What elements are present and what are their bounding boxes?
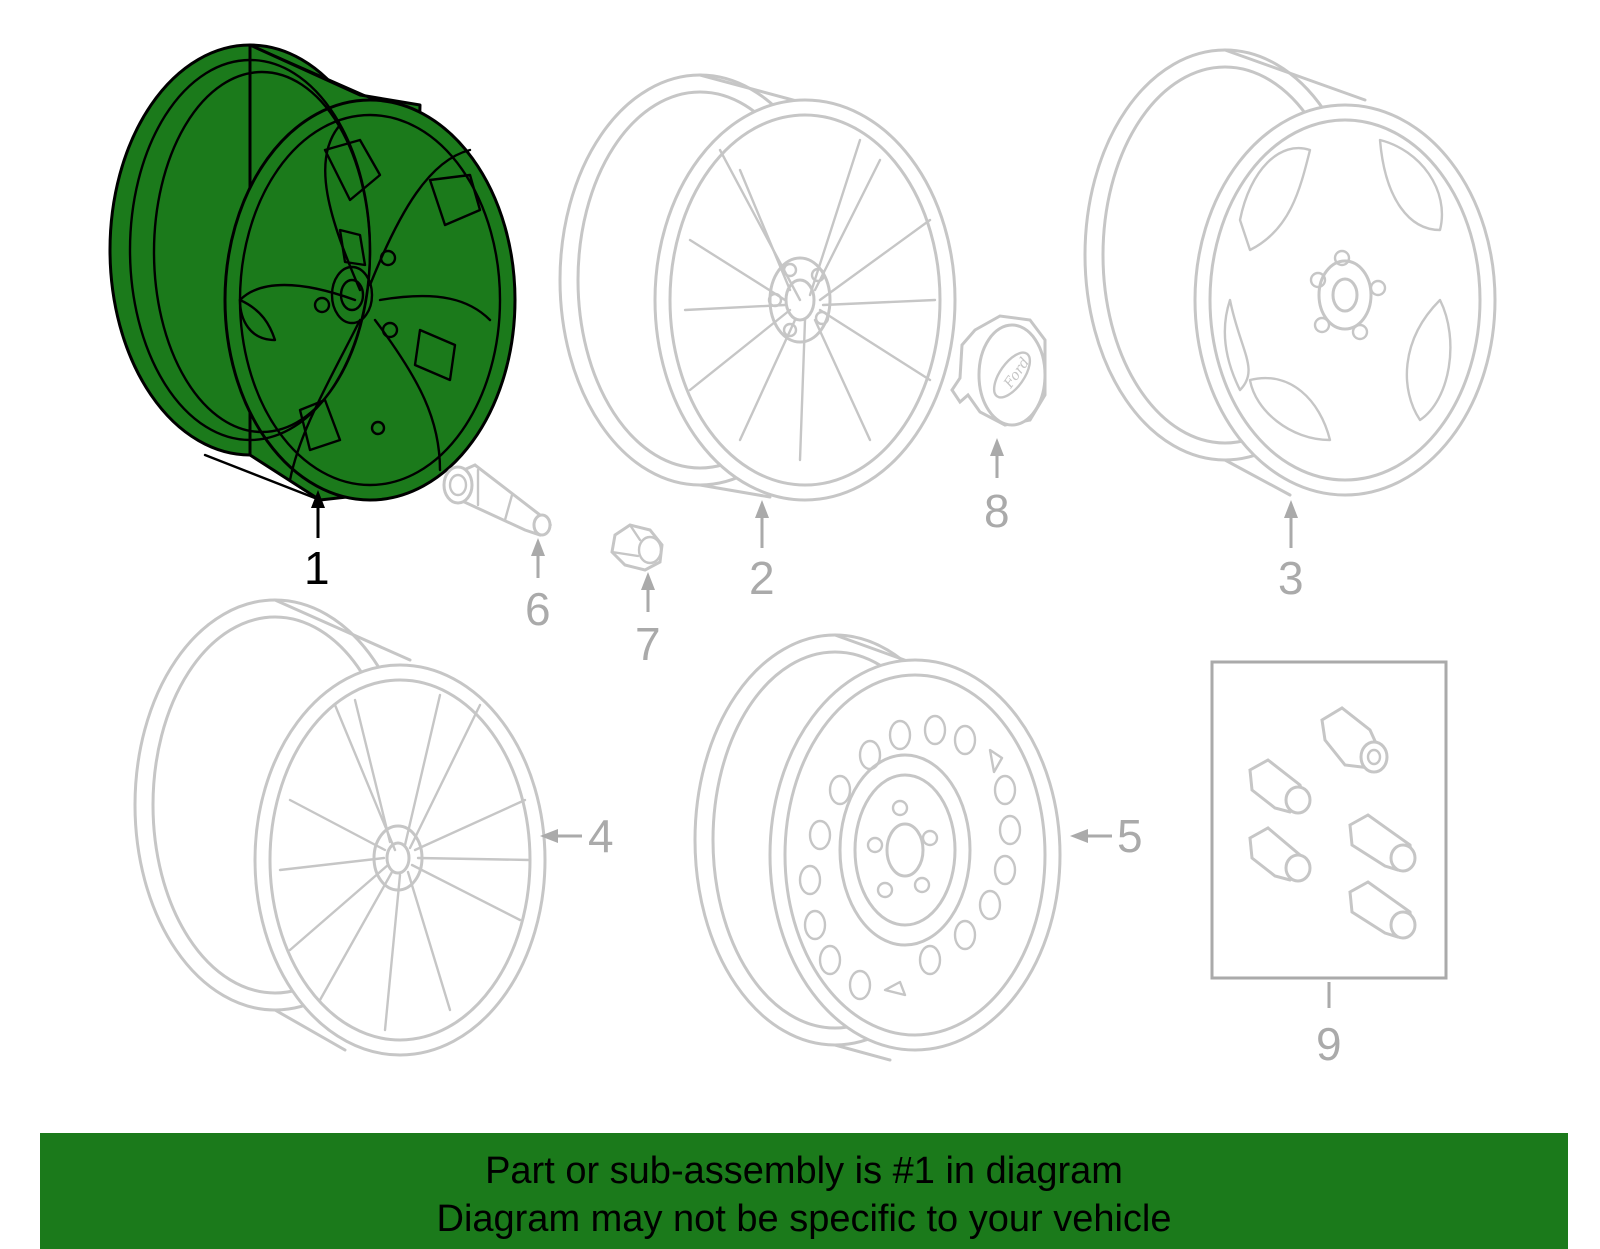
callout-6-arrow bbox=[531, 538, 545, 578]
callout-5-label[interactable]: 5 bbox=[1117, 810, 1143, 862]
lock-key-icon bbox=[1320, 706, 1389, 774]
lock-nut-icon bbox=[1248, 826, 1312, 883]
callout-3-label[interactable]: 3 bbox=[1278, 552, 1304, 604]
callout-7-label[interactable]: 7 bbox=[635, 618, 661, 670]
part-5-steel-wheel[interactable] bbox=[693, 633, 1062, 1062]
lock-nut-icon bbox=[1348, 813, 1417, 873]
part-2-alloy-wheel[interactable] bbox=[558, 73, 957, 502]
part-4-alloy-wheel[interactable] bbox=[133, 598, 547, 1057]
part-8-center-cap[interactable]: Ford bbox=[950, 314, 1047, 427]
part-7-lug-nut[interactable] bbox=[610, 523, 664, 572]
callout-4-arrow bbox=[540, 829, 582, 843]
callout-9-label[interactable]: 9 bbox=[1316, 1018, 1342, 1070]
part-1-alloy-wheel[interactable] bbox=[108, 43, 517, 502]
lock-nut-icon bbox=[1348, 880, 1417, 940]
callout-5-arrow bbox=[1070, 829, 1112, 843]
callout-2-arrow bbox=[755, 500, 769, 548]
banner-line-2: Diagram may not be specific to your vehi… bbox=[436, 1198, 1172, 1240]
lock-nut-icon bbox=[1248, 758, 1312, 815]
banner-line-1: Part or sub-assembly is #1 in diagram bbox=[485, 1150, 1123, 1192]
part-3-alloy-wheel[interactable] bbox=[1083, 48, 1497, 497]
callout-8-label[interactable]: 8 bbox=[984, 485, 1010, 537]
callout-1-label[interactable]: 1 bbox=[304, 542, 330, 594]
part-9-wheel-lock-kit[interactable] bbox=[1210, 660, 1448, 980]
callout-1-arrow bbox=[311, 490, 325, 538]
callout-7-arrow bbox=[641, 572, 655, 612]
part-6-valve-stem[interactable] bbox=[442, 463, 553, 537]
callout-2-label[interactable]: 2 bbox=[749, 552, 775, 604]
info-banner: Part or sub-assembly is #1 in diagram Di… bbox=[40, 1133, 1568, 1249]
callout-3-arrow bbox=[1284, 500, 1298, 548]
callout-6-label[interactable]: 6 bbox=[525, 583, 551, 635]
callout-8-arrow bbox=[990, 438, 1004, 478]
callout-4-label[interactable]: 4 bbox=[588, 810, 614, 862]
